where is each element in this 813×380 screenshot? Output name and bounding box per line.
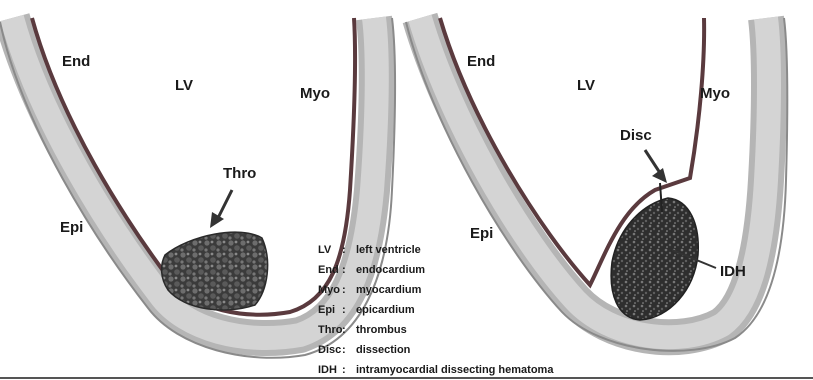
label-epi-right: Epi <box>470 225 493 242</box>
legend-item: Disc : dissection <box>318 344 411 356</box>
legend-sep: : <box>342 324 346 336</box>
legend-item: LV : left ventricle <box>318 244 421 256</box>
legend-desc: left ventricle <box>356 244 421 256</box>
label-disc: Disc <box>620 127 652 144</box>
left-panel: End LV Myo Thro Epi <box>0 18 395 358</box>
label-lv-right: LV <box>577 77 595 94</box>
legend-desc: dissection <box>356 344 411 356</box>
legend-item: Myo : myocardium <box>318 284 422 296</box>
legend-sep: : <box>342 344 346 356</box>
label-epi-left: Epi <box>60 219 83 236</box>
legend-desc: intramyocardial dissecting hematoma <box>356 364 554 376</box>
thrombus-mass <box>162 232 268 310</box>
legend-desc: thrombus <box>356 324 407 336</box>
legend-abbr: LV <box>318 244 332 256</box>
legend-abbr: Epi <box>318 304 335 316</box>
label-idh: IDH <box>720 263 746 280</box>
right-panel: End LV Myo Disc Epi IDH <box>406 18 787 351</box>
legend-abbr: Thro <box>318 324 343 336</box>
legend-item: IDH : intramyocardial dissecting hematom… <box>318 364 554 376</box>
legend-desc: epicardium <box>356 304 415 316</box>
label-lv-left: LV <box>175 77 193 94</box>
legend-abbr: End <box>318 264 339 276</box>
label-myo-left: Myo <box>300 85 330 102</box>
legend-sep: : <box>342 264 346 276</box>
label-myo-right: Myo <box>700 85 730 102</box>
label-end-left: End <box>62 53 90 70</box>
legend-sep: : <box>342 304 346 316</box>
label-end-right: End <box>467 53 495 70</box>
legend-abbr: Disc <box>318 344 341 356</box>
legend-abbr: IDH <box>318 364 337 376</box>
legend-desc: myocardium <box>356 284 422 296</box>
legend-sep: : <box>342 244 346 256</box>
label-thro: Thro <box>223 165 256 182</box>
legend-desc: endocardium <box>356 264 425 276</box>
legend-item: End : endocardium <box>318 264 425 276</box>
legend-abbr: Myo <box>318 284 340 296</box>
legend-sep: : <box>342 364 346 376</box>
legend-item: Thro : thrombus <box>318 324 407 336</box>
legend-sep: : <box>342 284 346 296</box>
legend-item: Epi : epicardium <box>318 304 415 316</box>
thro-arrow-head <box>210 212 224 228</box>
